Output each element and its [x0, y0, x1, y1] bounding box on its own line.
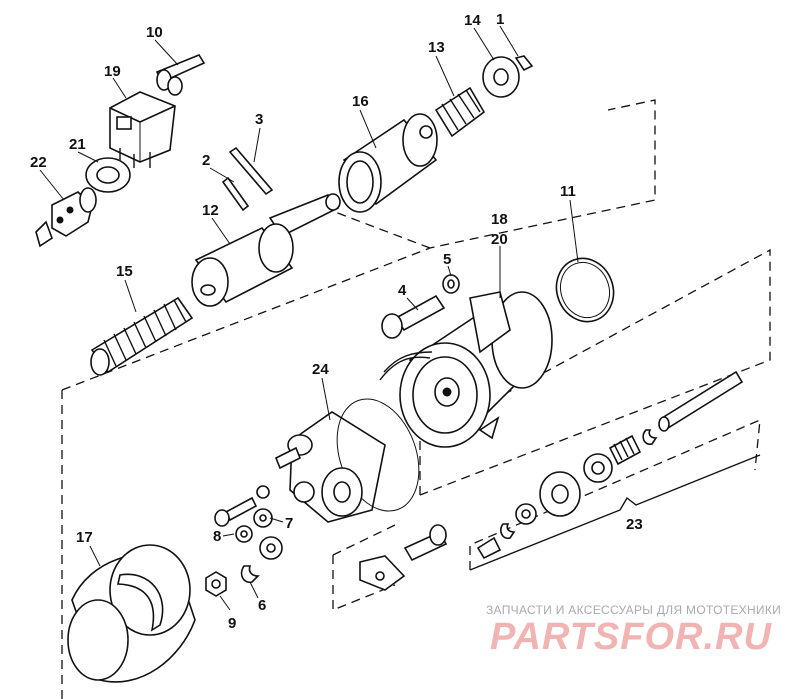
nut-9	[205, 571, 227, 597]
callout-18: 18	[491, 211, 508, 228]
bracket-bolt	[403, 524, 448, 562]
callout-10: 10	[146, 24, 163, 41]
switch-22	[35, 187, 97, 248]
callout-12: 12	[202, 202, 219, 219]
clip-6	[240, 565, 260, 584]
washer-21	[85, 157, 131, 193]
callout-4: 4	[398, 282, 407, 299]
small-washer-23	[515, 503, 537, 525]
pin-2	[221, 176, 250, 212]
callout-19: 19	[104, 63, 121, 80]
armature-shaft-23	[658, 370, 744, 432]
bracket-23	[469, 454, 761, 571]
assembly-outline-bracket	[332, 524, 396, 611]
motor-housing-18-20	[379, 291, 553, 448]
callout-14: 14	[464, 12, 481, 29]
leader-lines	[39, 25, 579, 611]
assembly-outline-23	[469, 418, 761, 570]
large-washer-23	[539, 471, 581, 517]
watermark-tagline: ЗАПЧАСТИ И АКСЕССУАРЫ ДЛЯ МОТОТЕХНИКИ	[486, 603, 782, 617]
callout-1: 1	[496, 11, 504, 28]
serrated-nut	[259, 536, 283, 560]
relay-19	[109, 91, 176, 168]
bearing-23	[583, 453, 613, 483]
watermark-logo[interactable]: PARTSFOR.RU	[490, 616, 772, 658]
clip-small-23	[500, 523, 516, 540]
plunger-12	[191, 193, 341, 307]
lock-washer-7	[235, 508, 273, 543]
callout-17: 17	[76, 529, 93, 546]
bolt-4	[381, 294, 446, 339]
end-cover-17	[67, 544, 196, 683]
callout-6: 6	[258, 597, 266, 614]
washer-14	[482, 56, 520, 98]
callout-3: 3	[255, 111, 263, 128]
callout-15: 15	[116, 263, 133, 280]
solenoid-coil-16	[338, 113, 438, 213]
pin-3	[228, 146, 274, 196]
spring-23	[608, 434, 642, 466]
callout-23: 23	[626, 516, 643, 533]
callout-20: 20	[491, 231, 508, 248]
washer-5	[442, 274, 460, 294]
mounting-bracket	[359, 555, 406, 591]
callout-8: 8	[213, 528, 221, 545]
callout-21: 21	[69, 136, 86, 153]
assembly-outline-upper	[61, 99, 656, 699]
spring-small-23	[476, 536, 502, 560]
clip-23	[642, 429, 658, 446]
callout-9: 9	[228, 615, 236, 632]
pin-1	[514, 55, 534, 72]
washer-small	[256, 485, 270, 499]
screw-8	[214, 496, 258, 527]
callout-2: 2	[202, 152, 210, 169]
assembly-outline-right	[419, 248, 771, 496]
callout-24: 24	[312, 361, 329, 378]
callout-22: 22	[30, 154, 47, 171]
o-ring-11	[555, 257, 615, 323]
spring-13	[434, 86, 486, 138]
spring-15	[90, 296, 194, 376]
terminal-bolt-10	[155, 54, 206, 96]
callout-5: 5	[443, 251, 451, 268]
callout-7: 7	[285, 515, 293, 532]
callout-16: 16	[352, 93, 369, 110]
callout-13: 13	[428, 39, 445, 56]
solenoid-cap-24	[274, 398, 420, 523]
callout-11: 11	[560, 183, 576, 200]
